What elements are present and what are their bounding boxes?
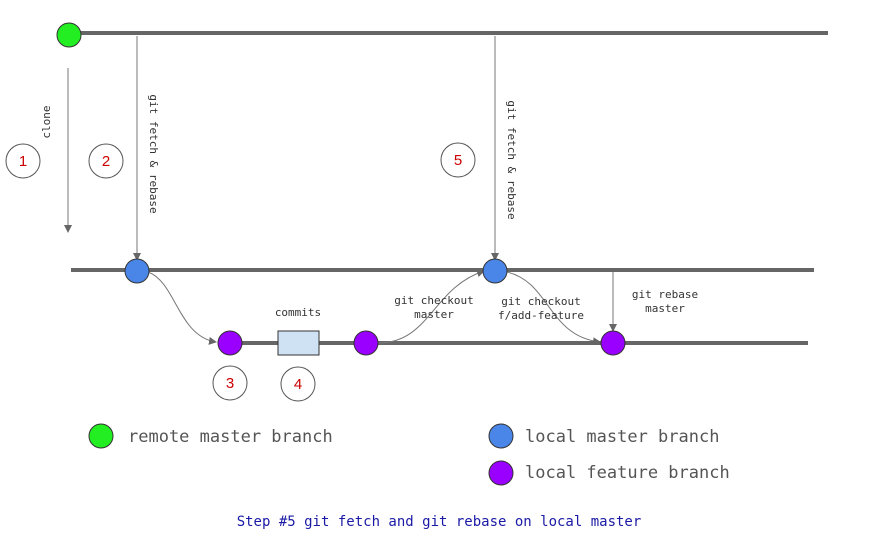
legend-remote-label: remote master branch [128,427,333,447]
step-2-circle [88,143,124,179]
legend-local-master-label: local master branch [525,427,719,447]
fetch-rebase-label-2: git fetch & rebase [505,100,518,219]
legend-local-feature-swatch [488,460,514,486]
branch-create-arrow [147,271,217,345]
checkout-master-arrow [377,269,485,344]
feature-node-2 [353,330,379,356]
local-master-node-2 [482,258,508,284]
checkout-master-label-line2: master [414,308,454,321]
step-5-circle [440,142,476,178]
checkout-master-label-line1: git checkout [394,294,473,307]
step-1-circle [5,143,41,179]
commits-box [277,330,320,356]
legend-remote-swatch [88,423,114,449]
step-5-number: 5 [454,152,462,169]
step-3-circle [212,365,248,401]
step-4-number: 4 [294,376,302,393]
legend-local-master-swatch [488,423,514,449]
fetch-rebase-label-1: git fetch & rebase [147,94,160,213]
legend-local-feature-label: local feature branch [525,463,730,483]
caption: Step #5 git fetch and git rebase on loca… [237,514,642,530]
checkout-feature-arrow [506,271,601,346]
legend: remote master branch local master branch… [88,423,730,486]
clone-label: clone [40,105,53,138]
checkout-feature-label-line2: f/add-feature [498,309,584,322]
commits-label: commits [275,306,321,319]
feature-node-3 [600,330,626,356]
step-2-number: 2 [102,153,110,170]
step-4-circle [280,366,316,402]
step-3-number: 3 [226,375,234,392]
checkout-feature-label-line1: git checkout [501,295,580,308]
local-master-node-1 [124,258,150,284]
feature-node-1 [217,330,243,356]
rebase-master-label-line1: git rebase [632,288,698,301]
remote-master-node [56,22,82,48]
step-1-number: 1 [19,153,27,170]
rebase-master-label-line2: master [645,302,685,315]
